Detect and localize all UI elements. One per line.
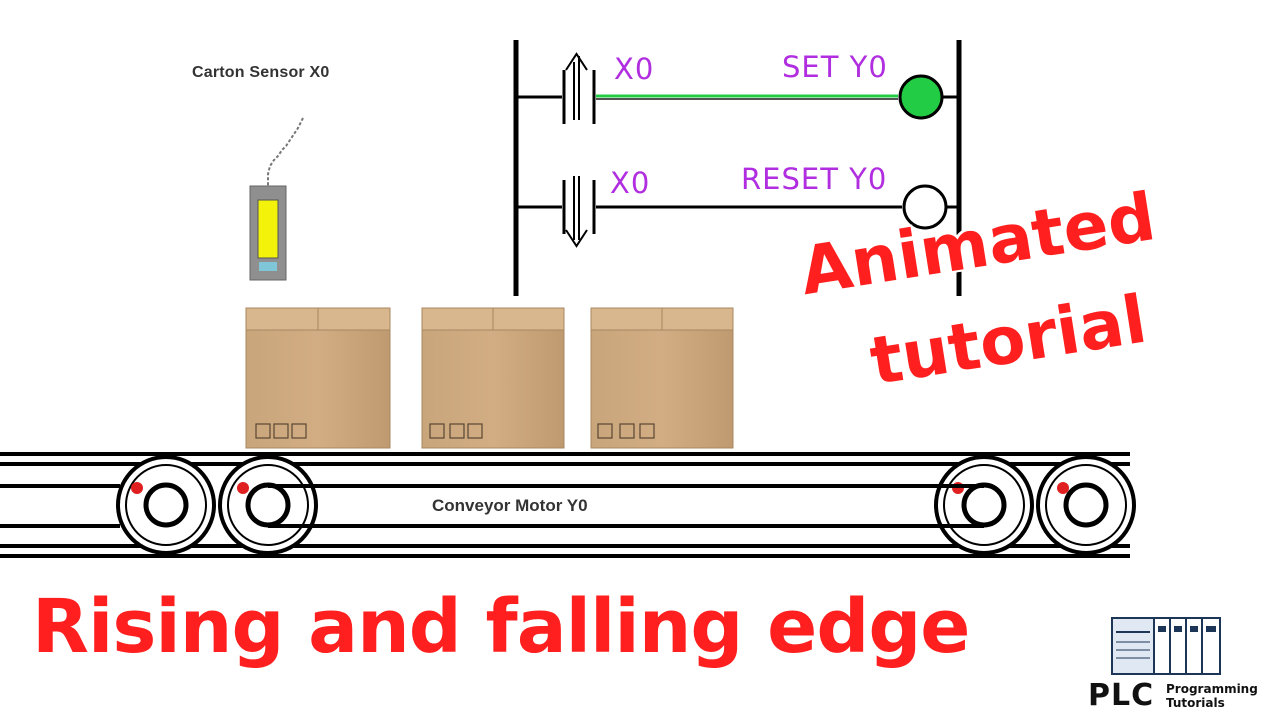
handling-symbols-icon xyxy=(597,423,655,439)
handling-symbols-icon xyxy=(255,423,307,439)
plc-logo: PLC Programming Tutorials xyxy=(1088,616,1268,716)
conveyor-belt-inner xyxy=(268,484,984,528)
rising-edge-arrow-icon xyxy=(565,52,588,120)
plc-module-icon xyxy=(1111,617,1221,675)
logo-main-text: PLC xyxy=(1088,678,1155,713)
rung1-coil-label: SET Y0 xyxy=(782,50,888,84)
carton-sensor-label: Carton Sensor X0 xyxy=(192,64,330,81)
rung2-contact-label: X0 xyxy=(610,166,651,200)
roller-4 xyxy=(1036,455,1136,555)
carton-2 xyxy=(421,307,565,449)
set-coil-on xyxy=(898,74,944,120)
roller-2 xyxy=(218,455,318,555)
page-title: Rising and falling edge xyxy=(32,584,970,670)
carton-1 xyxy=(245,307,391,449)
rung2-coil-label: RESET Y0 xyxy=(741,162,888,196)
logo-sub-text-1: Programming xyxy=(1166,682,1258,696)
rung1-contact-label: X0 xyxy=(614,52,655,86)
handling-symbols-icon xyxy=(429,423,483,439)
falling-edge-arrow-icon xyxy=(565,176,588,248)
sensor-lens xyxy=(259,262,277,271)
ladder-diagram xyxy=(513,40,962,296)
roller-3 xyxy=(934,455,1034,555)
logo-sub-text-2: Tutorials xyxy=(1166,696,1225,710)
sensor-indicator xyxy=(257,199,279,259)
carton-sensor xyxy=(249,117,304,281)
roller-1 xyxy=(116,455,216,555)
sensor-cable xyxy=(267,117,304,186)
conveyor-motor-label: Conveyor Motor Y0 xyxy=(432,496,588,515)
carton-3 xyxy=(590,307,734,449)
